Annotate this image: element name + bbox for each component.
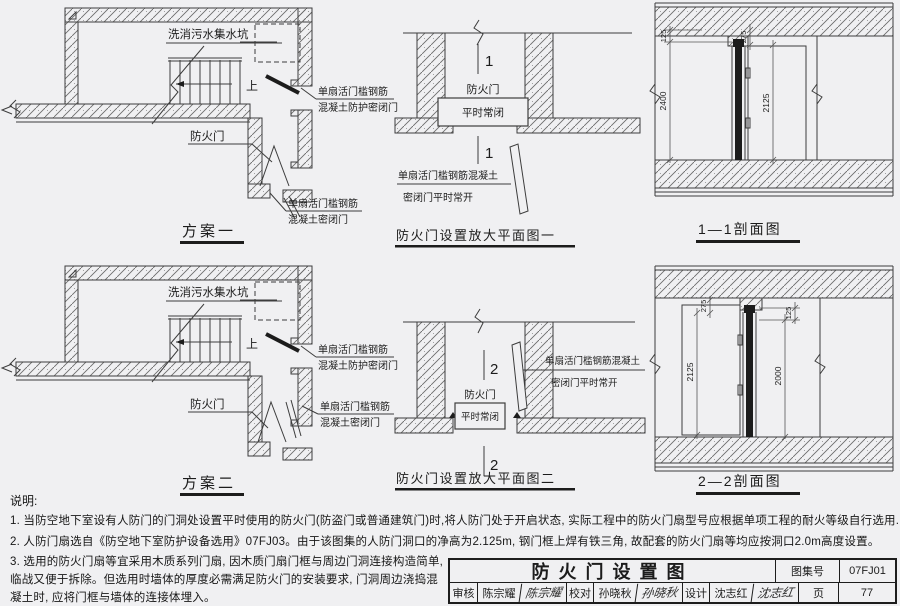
note-item-1: 1. 当防空地下室设有人防门的门洞处设置平时使用的防火门(防盗门或普通建筑门)时… [10, 515, 900, 527]
plan1-drawing: 洗消污水集水坑 上 防火门 单扇活门槛钢筋 混凝土防护密闭门 单扇活门槛钢筋 混… [0, 7, 398, 244]
section1-dim-125: 125 [659, 30, 668, 43]
enlarged1-leader-label-1: 单扇活门槛钢筋混凝土 [398, 169, 498, 182]
page-label: 页 [798, 583, 838, 602]
enlarged2-leader-label-2: 密闭门平时常开 [551, 377, 618, 389]
enlarged1-section-mark-top: 1 [485, 53, 493, 70]
plan2-title-underline [180, 493, 244, 496]
stair-arrow-icon [176, 81, 184, 87]
enlarged2-door-state: 平时常闭 [461, 411, 499, 423]
approval-role-jiaodui: 校对 [566, 583, 593, 602]
plan2-walls [15, 265, 313, 461]
plan2-pit-label: 洗消污水集水坑 [168, 285, 249, 299]
enlarged1-open-door-leaf [509, 143, 529, 215]
section2-frame-head [744, 305, 755, 313]
plan1-protective-label-1: 单扇活门槛钢筋 [318, 85, 388, 98]
plan2-up-label: 上 [246, 337, 258, 351]
approval-name-jiaodui: 孙晓秋 [593, 583, 636, 602]
approval-signature-shenhe: 陈宗耀 [518, 582, 568, 603]
plan2-protective-door-leaf [265, 332, 300, 353]
section2-title-underline [696, 492, 800, 495]
enlarged1-fire-door-box [437, 97, 529, 127]
approval-signature-jiaodui: 孙晓秋 [634, 582, 684, 603]
enlarged2-leader-label-1: 单扇活门槛钢筋混凝土 [545, 355, 641, 367]
plan2-lines [0, 268, 394, 443]
plan2-drawing: 洗消污水集水坑 上 防火门 单扇活门槛钢筋 混凝土防护密闭门 单扇活门槛钢筋 混… [0, 265, 398, 496]
plan2-airtight-label-1: 单扇活门槛钢筋 [320, 400, 390, 413]
plan1-up-label: 上 [246, 79, 258, 93]
approval-role-shenhe: 审核 [452, 587, 475, 600]
enlarged2-section-mark-bottom: 2 [490, 457, 498, 474]
section1-dim-275: 275 [739, 31, 748, 44]
enlarged1-title: 防火门设置放大平面图一 [396, 228, 556, 243]
section2-closed-leaf [746, 312, 753, 437]
plan1-title-underline [180, 241, 244, 244]
section1-frame-head [733, 39, 744, 47]
atlas-number-value: 07FJ01 [839, 560, 895, 582]
plan1-protective-door-leaf [265, 74, 300, 95]
plan2-fire-door-label: 防火门 [190, 397, 225, 411]
section1-dim-2125: 2125 [761, 93, 771, 112]
note-item-3: 3. 选用的防火门扇等宜采用木质系列门扇, 因木质门扇门框与周边门洞连接构造简单… [10, 556, 444, 604]
notes-heading: 说明: [10, 494, 38, 508]
title-block: 防火门设置图 图集号 07FJ01 审核 陈宗耀 陈宗耀 校对 孙晓秋 孙晓秋 … [448, 558, 897, 604]
section2-lines [649, 265, 894, 472]
section2-dim-275: 275 [699, 300, 708, 313]
enlarged2-fire-door-box [454, 402, 506, 430]
enlarged2-section-mark-top: 2 [490, 361, 498, 378]
plan1-protective-label-2: 混凝土防护密闭门 [318, 101, 398, 114]
enlarged2-title: 防火门设置放大平面图二 [396, 471, 556, 486]
section1-dim-lines [664, 24, 777, 164]
plan1-title: 方案一 [182, 222, 236, 240]
title-block-row-2: 审核 陈宗耀 陈宗耀 校对 孙晓秋 孙晓秋 设计 沈志红 沈志红 页 77 [450, 582, 895, 603]
plan1-lines [0, 10, 394, 220]
plan1-airtight-label-1: 单扇活门槛钢筋 [288, 197, 358, 210]
enlarged1-door-state: 平时常闭 [462, 106, 504, 119]
enlarged2-jamb-right [513, 412, 521, 418]
enlarged2-open-door-leaf [511, 341, 528, 412]
drawing-title: 防火门设置图 [531, 562, 694, 582]
approval-role-sheji: 设计 [682, 583, 709, 602]
section2-dim-lines [693, 296, 800, 441]
section2-title: 2—2剖面图 [698, 473, 782, 489]
plan2-airtight-label-2: 混凝土密闭门 [320, 416, 380, 429]
section1-title-underline [696, 240, 800, 243]
enlarged-plan2-drawing: 防火门 平时常闭 2 2 单扇活门槛钢筋混凝土 密闭门平时常开 防火门设置放大平… [394, 308, 646, 491]
plan2-title: 方案二 [182, 474, 236, 492]
enlarged2-door-label: 防火门 [464, 388, 496, 401]
plan1-airtight-label-2: 混凝土密闭门 [288, 213, 348, 226]
stair-arrow-icon [176, 339, 184, 345]
plan2-protective-label-1: 单扇活门槛钢筋 [318, 343, 388, 356]
section1-title: 1—1剖面图 [698, 221, 782, 237]
section1-dim-2400: 2400 [658, 91, 668, 110]
page-number: 77 [838, 583, 895, 602]
enlarged1-door-label: 防火门 [467, 82, 500, 96]
enlarged-plan1-drawing: 防火门 平时常闭 1 1 单扇活门槛钢筋混凝土 密闭门平时常开 防火门设置放大平… [394, 19, 641, 248]
enlarged2-title-underline [395, 488, 575, 491]
plan1-walls [15, 7, 313, 203]
enlarged1-section-mark-bottom: 1 [485, 145, 493, 162]
note-item-2: 2. 人防门扇选自《防空地下室防护设备选用》07FJ03。由于该图集的人防门洞口… [10, 535, 880, 548]
enlarged1-title-underline [395, 245, 575, 248]
approval-name-sheji: 沈志红 [709, 583, 752, 602]
section1-closed-leaf [735, 46, 742, 160]
section2-dim-125: 125 [784, 307, 793, 320]
section2-drawing: 275 2125 125 2000 2—2剖面图 [649, 265, 894, 495]
title-block-row-1: 防火门设置图 图集号 07FJ01 [450, 560, 895, 583]
plan1-fire-door-label: 防火门 [190, 129, 225, 143]
enlarged2-lines [403, 308, 645, 476]
section2-dim-2125: 2125 [685, 362, 695, 381]
section2-slabs [654, 269, 894, 464]
section1-lines [649, 2, 894, 197]
notes-block: 说明: 1. 当防空地下室设有人防门的门洞处设置平时使用的防火门(防盗门或普通建… [10, 492, 900, 606]
approval-name-shenhe: 陈宗耀 [477, 583, 520, 602]
section2-dim-2000: 2000 [773, 366, 783, 385]
section1-slabs [654, 6, 894, 189]
enlarged1-leader-label-2: 密闭门平时常开 [403, 191, 473, 204]
enlarged1-lines [397, 19, 632, 185]
atlas-number-label: 图集号 [775, 560, 839, 582]
plan2-protective-label-2: 混凝土防护密闭门 [318, 359, 398, 372]
section1-drawing: 125 2400 275 2125 1—1剖面图 [649, 2, 894, 243]
plan1-pit-label: 洗消污水集水坑 [168, 27, 249, 41]
approval-signature-sheji: 沈志红 [750, 582, 800, 603]
